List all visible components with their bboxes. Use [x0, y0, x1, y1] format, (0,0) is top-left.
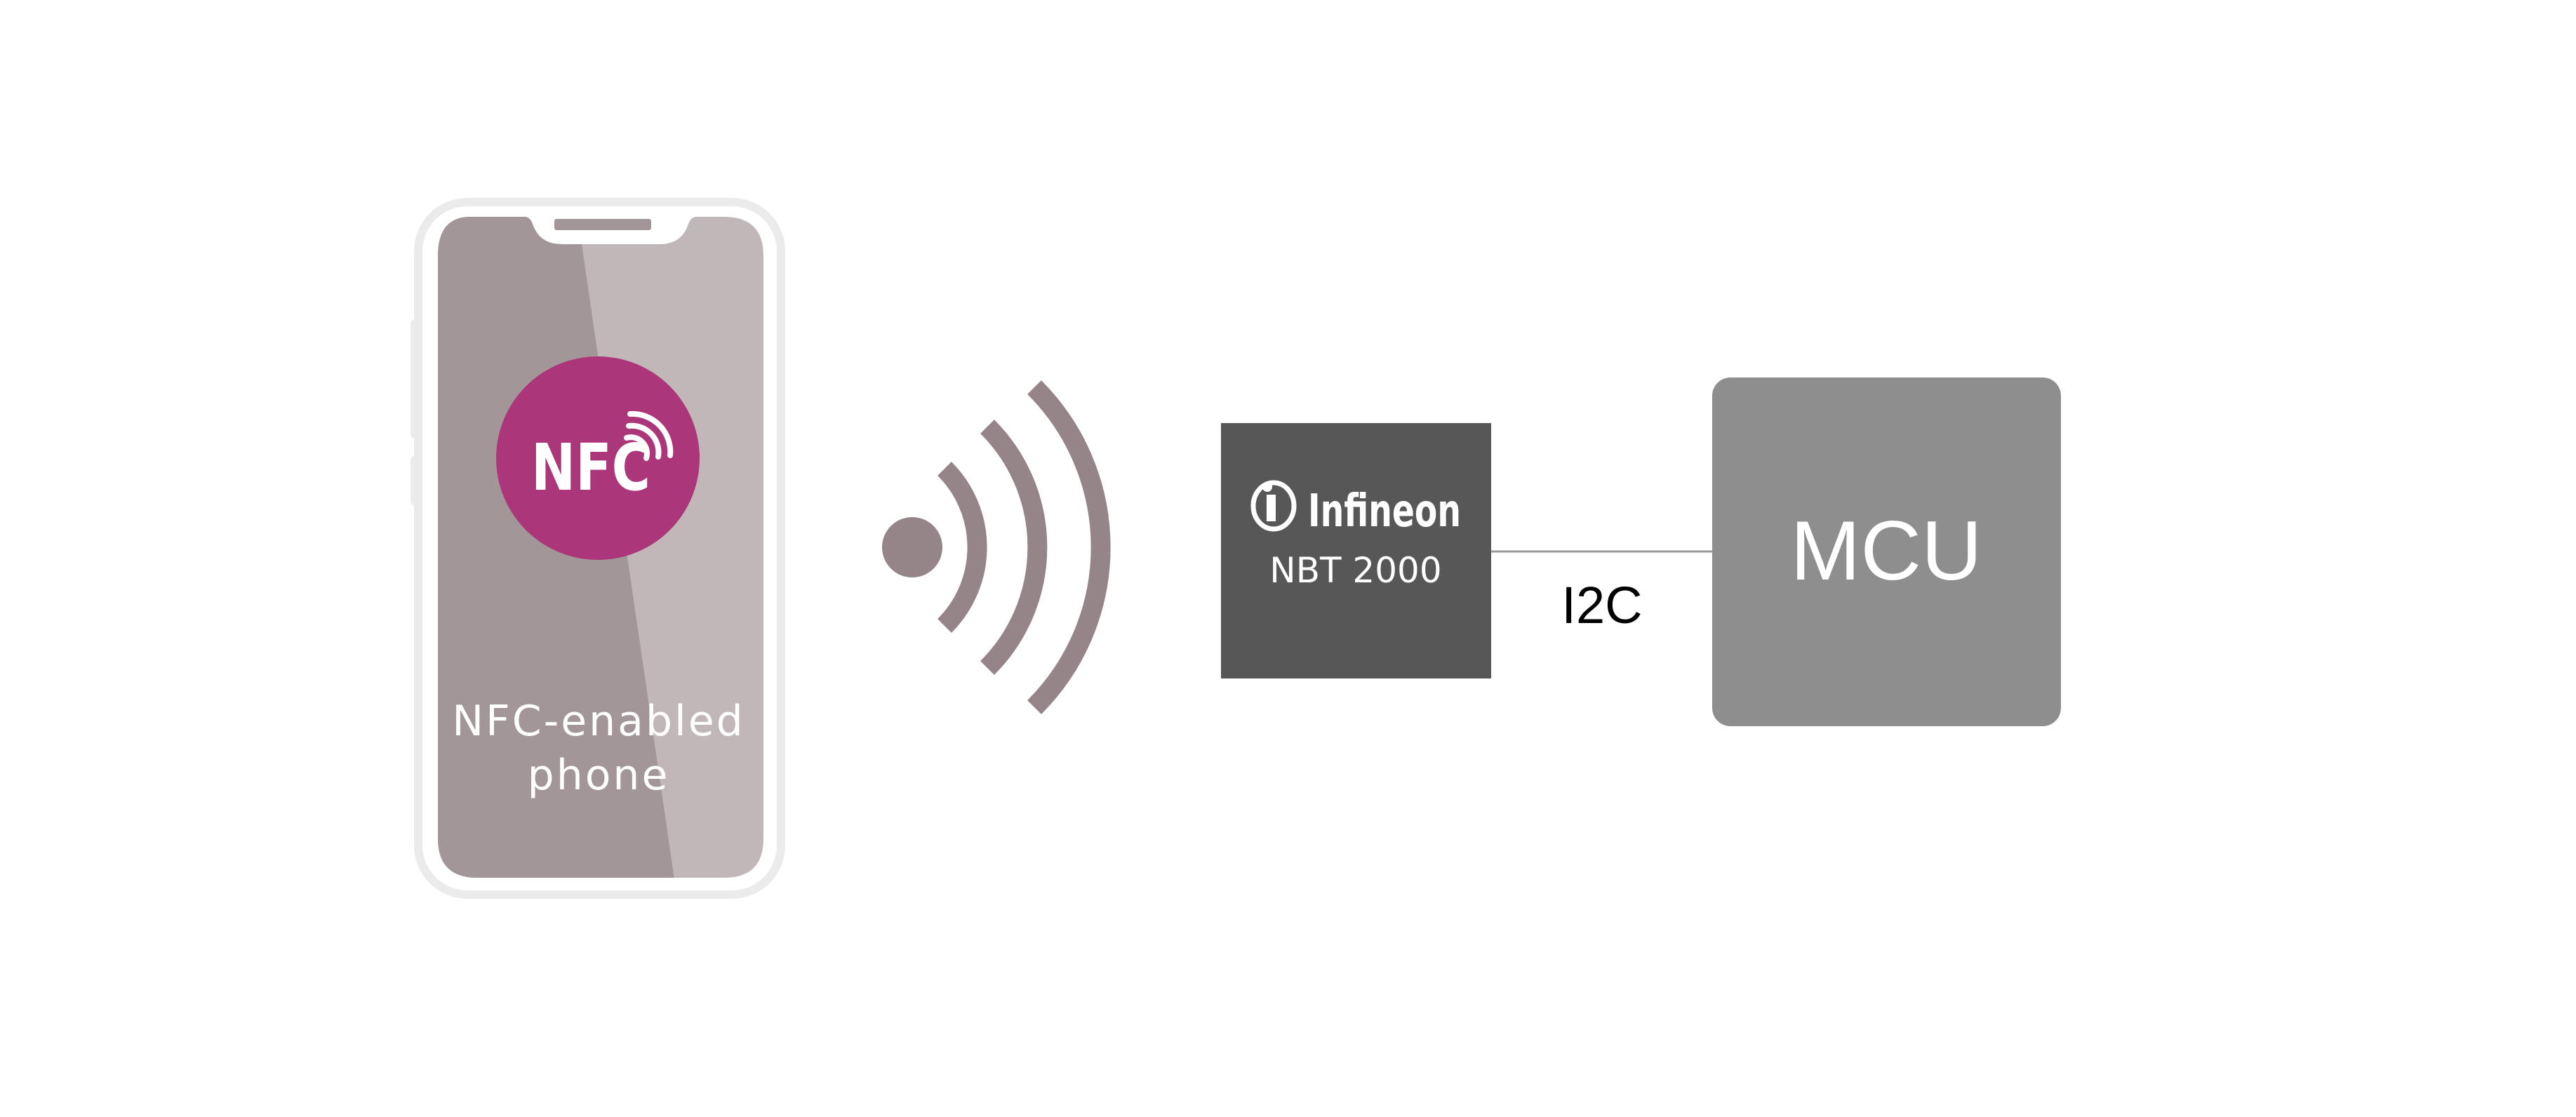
wireless-wave-outer — [1027, 380, 1111, 714]
nfc-badge: NFC — [496, 356, 700, 560]
i2c-connection: I2C — [1491, 550, 1712, 634]
infineon-logo-icon — [1250, 480, 1297, 532]
wireless-signal-icon — [882, 380, 1111, 714]
nfc-phone: NFC NFC-enabled phone — [411, 198, 785, 899]
chip-body — [1221, 423, 1491, 678]
nbt-chip: Infineon NBT 2000 — [1221, 423, 1491, 678]
phone-speaker — [554, 219, 651, 230]
mcu-label: MCU — [1790, 504, 1982, 598]
nfc-badge-circle — [496, 356, 700, 560]
phone-screen-left-panel — [438, 217, 675, 878]
phone-caption-line1: NFC-enabled — [452, 697, 745, 746]
nfc-badge-label: NFC — [531, 430, 650, 505]
i2c-bus-label: I2C — [1561, 576, 1642, 634]
nfc-signal-icon — [624, 410, 674, 461]
mcu-block: MCU — [1712, 377, 2061, 726]
mcu-box — [1712, 377, 2061, 726]
wireless-signal-dot — [882, 517, 942, 577]
phone-caption-line2: phone — [528, 751, 670, 800]
wireless-wave-middle — [980, 420, 1048, 675]
chip-part-number: NBT 2000 — [1269, 550, 1441, 591]
wireless-wave-inner — [937, 462, 987, 633]
chip-brand-label: Infineon — [1308, 486, 1461, 537]
